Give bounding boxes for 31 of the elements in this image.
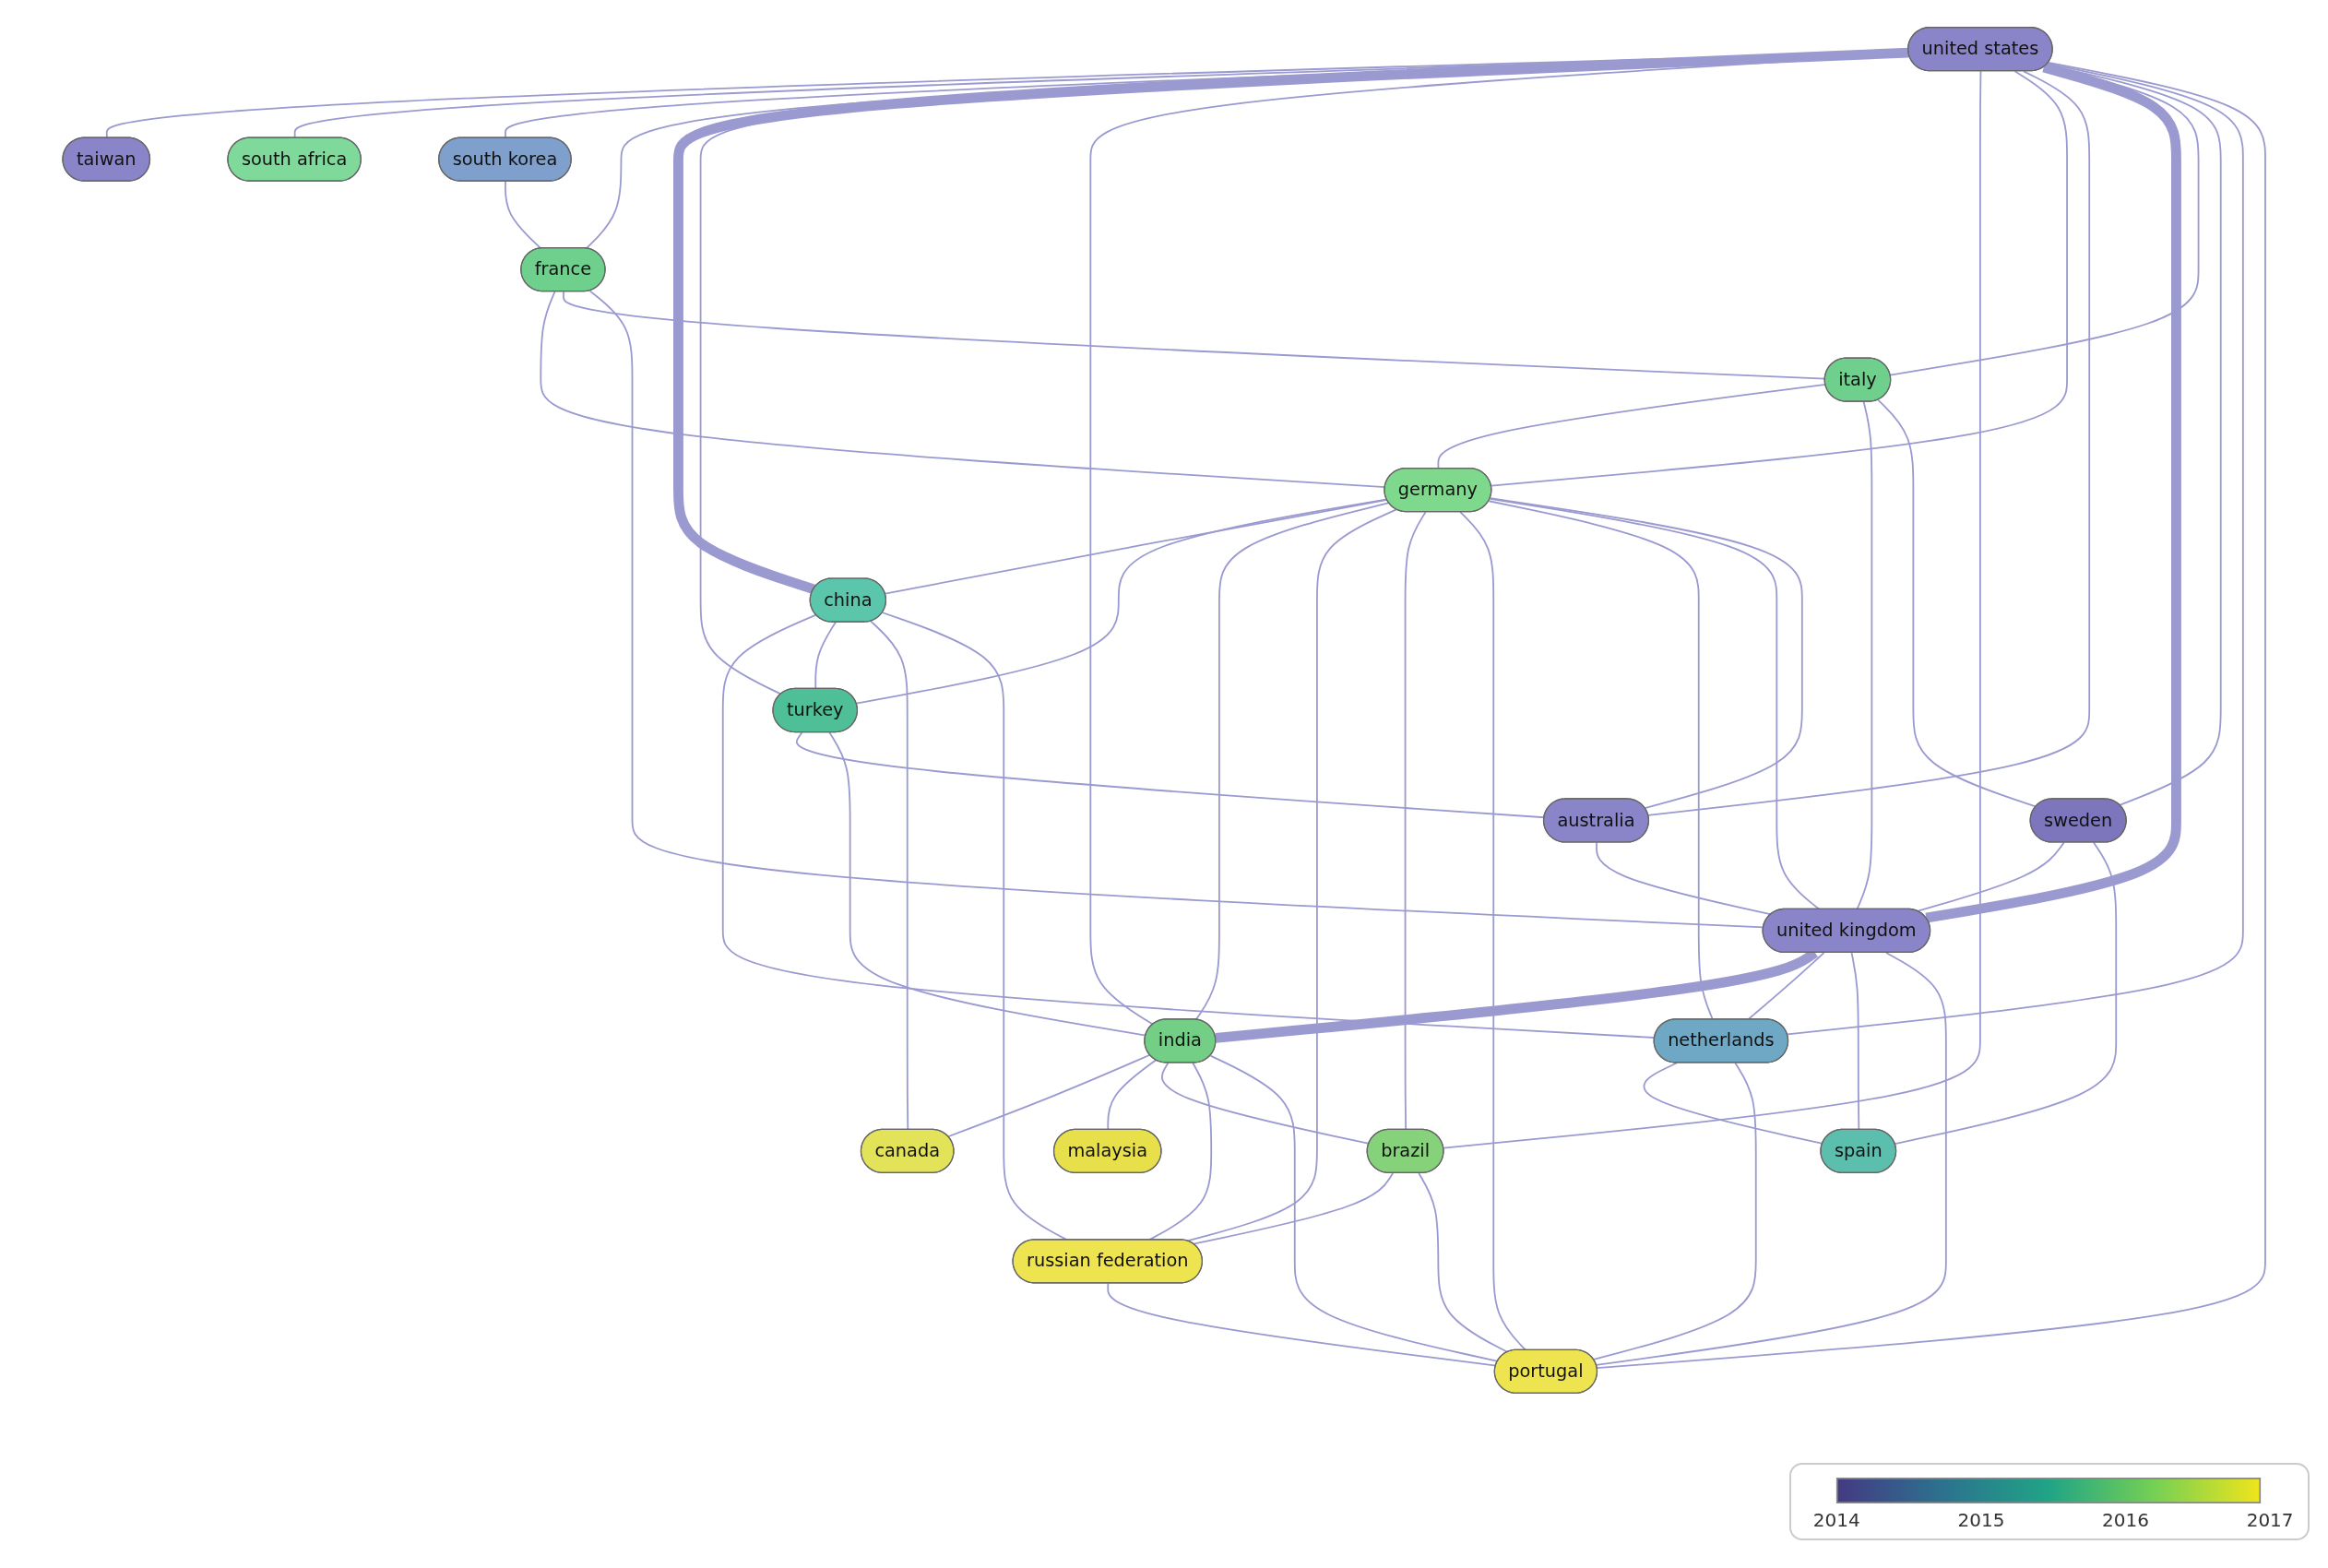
connector	[1443, 70, 1982, 1149]
connector	[1490, 70, 2068, 487]
connector	[1925, 62, 2181, 923]
connector	[1459, 511, 1527, 1351]
connector	[1489, 497, 1821, 910]
connector	[1193, 1172, 1394, 1245]
connector	[1194, 502, 1390, 1021]
scale-tick-label: 2014	[1812, 1509, 1860, 1531]
scale-tick-label: 2016	[2102, 1509, 2149, 1531]
connector	[1596, 62, 2266, 1370]
connector	[505, 180, 542, 250]
connector	[1787, 63, 2244, 1036]
connector	[1209, 1054, 1499, 1362]
scale-tick-label: 2017	[2246, 1509, 2294, 1531]
connector	[1404, 511, 1427, 1131]
connector	[947, 1053, 1151, 1138]
connector	[884, 499, 1388, 595]
connector	[673, 47, 1909, 595]
connector	[1418, 1172, 1509, 1353]
connector	[870, 620, 909, 1131]
connector	[1592, 1062, 1757, 1360]
connector	[1894, 841, 2118, 1145]
connector	[855, 498, 1388, 705]
connector	[1107, 1059, 1158, 1131]
connector	[1877, 398, 2037, 808]
connector	[1186, 508, 1397, 1242]
connector	[1850, 952, 1860, 1131]
connector	[1647, 70, 2091, 816]
connector	[1856, 400, 1873, 910]
connector	[814, 621, 837, 690]
scale-tick-label: 2015	[1957, 1509, 2005, 1531]
